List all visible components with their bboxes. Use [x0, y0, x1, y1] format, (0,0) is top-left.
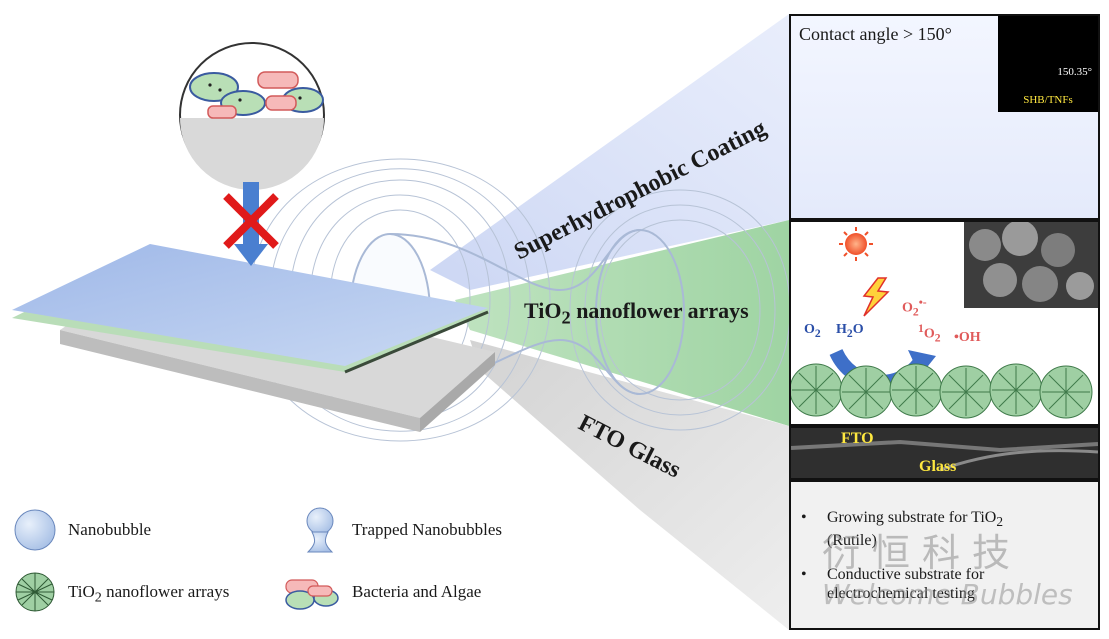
- bullet-1-sub: 2: [996, 514, 1004, 530]
- legend-nanobubble-icon: [14, 509, 56, 551]
- superoxide-label: O2•-: [902, 296, 927, 318]
- watermark-chinese: 衍恒科技: [822, 531, 1023, 575]
- contact-angle-value: 150.35°: [1057, 66, 1092, 78]
- fto-glass-front: [60, 330, 420, 432]
- sem-glass-label: Glass: [919, 458, 957, 475]
- bullet-conductive-substrate-text: Conductive substrate for electrochemical…: [827, 566, 985, 602]
- contact-angle-caption: SHB/TNFs: [1023, 94, 1073, 106]
- legend-trapped-nanobubbles: Trapped Nanobubbles: [352, 520, 502, 539]
- o2-label: O2: [804, 322, 821, 340]
- substrate-slab: [12, 244, 495, 432]
- lightning-icon: [862, 277, 890, 317]
- legend-tio2-suffix: nanoflower arrays: [101, 582, 230, 601]
- bullet-1-text-b: (Rutile): [827, 532, 877, 550]
- singlet-text: O: [923, 326, 935, 342]
- legend-nanoflower-icon: [15, 572, 55, 612]
- legend-tio2-sub: 2: [94, 589, 102, 606]
- sun-icon: [839, 227, 873, 261]
- photocatalysis-graphics: [789, 227, 1093, 419]
- bullet-marker: •: [801, 566, 807, 583]
- bacteria-magnifier: [179, 42, 325, 190]
- singlet-sub: 2: [934, 331, 941, 345]
- legend-icons: [14, 507, 339, 612]
- legend-bacteria-algae: Bacteria and Algae: [352, 582, 482, 601]
- fto-beam: [470, 340, 789, 630]
- sem-fto-label: FTO: [841, 430, 874, 447]
- tio2-beam: [455, 220, 789, 426]
- fto-properties-panel: • Growing substrate for TiO2 (Rutile) • C…: [789, 480, 1100, 630]
- superhydrophobic-beam: [430, 14, 789, 290]
- contact-angle-inset: 150.35° SHB/TNFs: [998, 16, 1098, 112]
- slab-edge-line: [344, 310, 489, 374]
- photocatalysis-panel: [789, 220, 1100, 426]
- singlet-oxygen-label: 1O2: [918, 322, 941, 344]
- legend-nanobubble: Nanobubble: [68, 520, 152, 539]
- tio2-nanoflowers: [789, 363, 1093, 419]
- tio2-label-sub: 2: [561, 307, 571, 328]
- watermark-english: Welcome Bubbles: [822, 578, 1073, 611]
- legend-trapped-nanobubble-icon: [306, 507, 334, 553]
- bullet-1-text-a: Growing substrate for TiO: [827, 509, 997, 526]
- superoxide-sup: •-: [918, 296, 927, 309]
- reaction-arrowhead: [908, 350, 936, 376]
- superoxide-sub: 2: [912, 305, 919, 319]
- sem-texture: [790, 220, 1099, 478]
- tio2-nanoflower-label: TiO2 nanoflower arrays: [524, 298, 749, 328]
- superoxide-text: O: [902, 300, 913, 316]
- h2o-label: H2O: [836, 322, 864, 340]
- contact-angle-title: Contact angle > 150°: [799, 24, 952, 44]
- tio2-label-prefix: TiO: [524, 298, 562, 323]
- hydroxyl-radical-label: •OH: [954, 330, 981, 345]
- blocked-arrow: [223, 182, 279, 266]
- sem-cross-section-panel: FTO Glass: [789, 426, 1100, 480]
- bullet-growing-substrate-text: Growing substrate for TiO2 (Rutile): [827, 508, 1087, 550]
- fto-glass-edge: [420, 352, 495, 432]
- superhydrophobic-layer-slab: [12, 244, 488, 366]
- h2o-text-a: H: [836, 322, 847, 337]
- projection-beams: [430, 14, 789, 630]
- legend-bacteria-icon: [285, 579, 339, 610]
- o2-text: O: [804, 322, 815, 337]
- h2o-text-b: O: [852, 322, 864, 337]
- o2-sub: 2: [814, 326, 821, 340]
- contact-angle-panel: Contact angle > 150° 150.35° SHB/TNFs: [789, 14, 1100, 220]
- legend-tio2-prefix: TiO: [68, 582, 95, 601]
- legend-tio2-nanoflower: TiO2 nanoflower arrays: [68, 582, 229, 606]
- singlet-sup: 1: [918, 322, 924, 335]
- tio2-label-suffix: nanoflower arrays: [570, 298, 749, 323]
- bullet-marker: •: [801, 509, 807, 526]
- h2o-sub: 2: [846, 326, 853, 340]
